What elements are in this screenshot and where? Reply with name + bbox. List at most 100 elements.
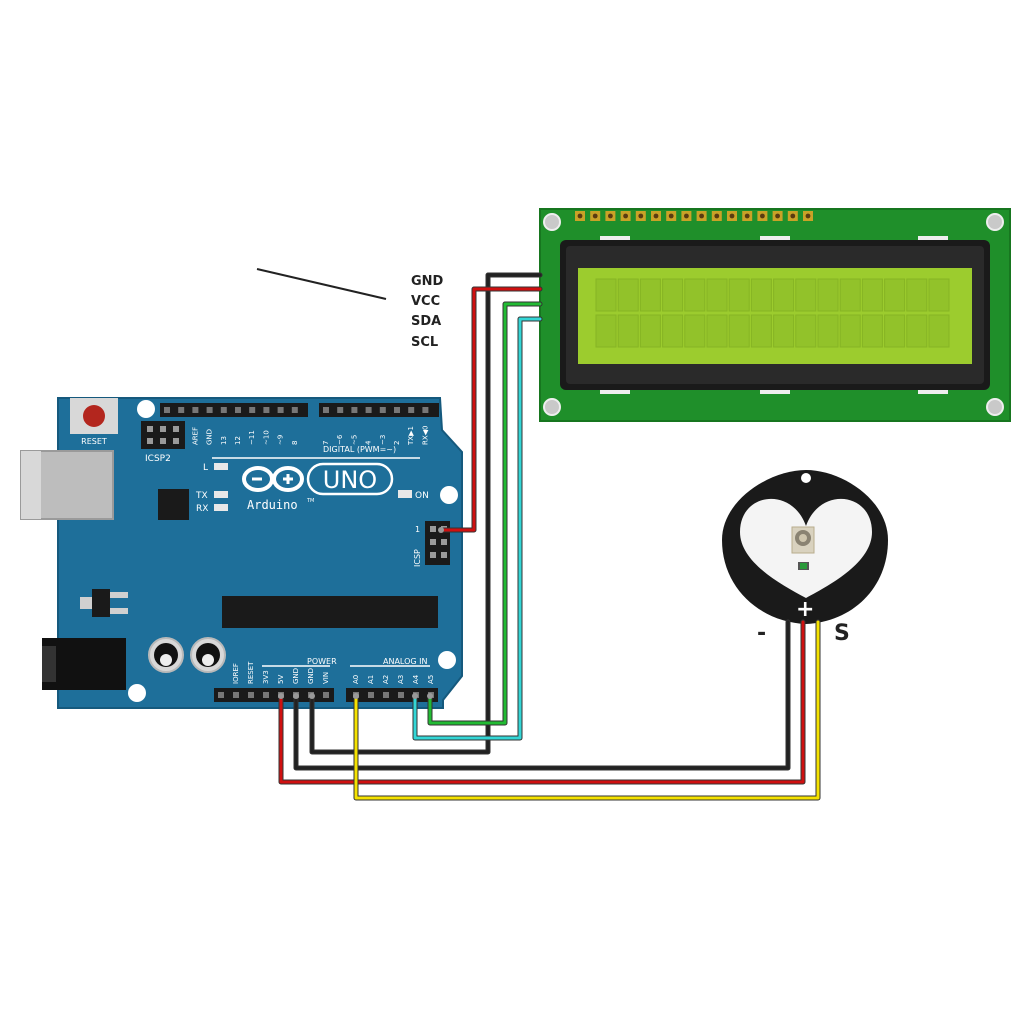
annotation-line: [256, 268, 387, 300]
label-sda: SDA: [411, 314, 441, 329]
lcd-cell: [706, 314, 728, 348]
lcd-cell: [728, 314, 750, 348]
mounting-hole: [986, 213, 1004, 231]
lcd-cell: [662, 314, 684, 348]
wire-lcd-gnd: [310, 273, 542, 754]
mounting-hole: [128, 684, 146, 702]
power-header: [214, 688, 334, 702]
mounting-hole: [543, 213, 561, 231]
lcd-cell: [706, 278, 728, 312]
digital-pin-label: ~11: [248, 430, 256, 445]
icsp2-label: ICSP2: [145, 454, 171, 464]
led-rx-label: RX: [196, 504, 208, 514]
digital-pin-label: ~10: [262, 430, 270, 445]
digital-pin-label: AREF: [191, 427, 199, 445]
lcd-cell: [928, 314, 950, 348]
icsp-label: ICSP: [413, 549, 422, 567]
digital-pin-label: RX◀0: [421, 426, 429, 446]
label-vcc: VCC: [411, 294, 440, 309]
lcd-cell: [906, 314, 928, 348]
lcd-character-cells: [595, 278, 950, 348]
lcd-cell: [595, 278, 617, 312]
power-label: POWER: [307, 657, 337, 666]
power-pin-label: IOREF: [232, 663, 240, 684]
capacitor: [190, 637, 226, 673]
wire-sensor-signal: [354, 620, 820, 800]
lcd-cell: [884, 278, 906, 312]
lcd-cell: [817, 314, 839, 348]
mounting-hole: [137, 400, 155, 418]
voltage-regulator: [92, 589, 110, 617]
lcd-cell: [861, 278, 883, 312]
led-rx: [214, 504, 228, 511]
sensor-plus-label: +: [796, 597, 814, 622]
power-pin-label: GND: [292, 668, 300, 684]
lcd-cell: [817, 278, 839, 312]
sensor-minus-label: -: [757, 621, 766, 646]
digital-pin-label: 7: [322, 441, 330, 445]
analog-pin-label: A1: [367, 675, 375, 684]
power-pin-label: GND: [307, 668, 315, 684]
power-pin-label: RESET: [247, 661, 255, 684]
lcd-cell: [617, 314, 639, 348]
digital-pin-label: 12: [234, 436, 242, 445]
digital-pin-label: 4: [365, 440, 373, 445]
analog-pin-label: A4: [412, 674, 420, 684]
lcd-cell: [684, 314, 706, 348]
lcd-module: [539, 208, 1011, 422]
digital-pin-label: ~3: [379, 435, 387, 445]
label-scl: SCL: [411, 335, 438, 350]
brand-label: Arduino: [247, 498, 298, 512]
pulse-sensor: - + S: [722, 470, 888, 646]
uno-label: UNO: [323, 466, 377, 494]
lcd-cell: [795, 278, 817, 312]
lcd-cell: [861, 314, 883, 348]
lcd-cell: [617, 278, 639, 312]
analog-pin-label: A0: [352, 675, 360, 684]
wire-sensor-vcc: [279, 620, 805, 784]
lcd-cell: [884, 314, 906, 348]
digital-label: DIGITAL (PWM=~): [323, 445, 396, 454]
led-l: [214, 463, 228, 470]
digital-pin-label: TX▶1: [407, 426, 415, 446]
lcd-cell: [684, 278, 706, 312]
digital-header-left: [160, 403, 308, 417]
mounting-hole: [440, 486, 458, 504]
digital-pin-label: GND: [206, 429, 214, 445]
analog-pin-label: A2: [382, 675, 390, 684]
on-label: ON: [415, 491, 429, 501]
lcd-cell: [839, 314, 861, 348]
lcd-cell: [906, 278, 928, 312]
lcd-cell: [773, 314, 795, 348]
reset-button-cap[interactable]: [83, 405, 105, 427]
lcd-cell: [662, 278, 684, 312]
atmega328-chip: [222, 596, 438, 628]
digital-pin-label: 2: [393, 441, 401, 445]
power-pin-label: VIN: [322, 672, 330, 684]
led-tx-label: TX: [195, 491, 208, 501]
analog-header: [346, 688, 438, 702]
digital-pin-label: ~5: [350, 435, 358, 445]
mounting-hole: [438, 651, 456, 669]
led-on: [398, 490, 412, 498]
wires: [278, 272, 821, 801]
icsp2-header: [141, 421, 185, 449]
digital-pin-label: 13: [220, 436, 228, 445]
wire-sensor-gnd: [294, 620, 790, 770]
lcd-cell: [639, 314, 661, 348]
arduino-logo: UNO Arduino TM: [242, 462, 394, 512]
tm-mark: TM: [306, 498, 314, 504]
lcd-cell: [639, 278, 661, 312]
label-gnd: GND: [411, 274, 444, 289]
power-pin-label: 3V3: [262, 670, 270, 684]
digital-pin-label: ~9: [277, 435, 285, 445]
reset-label: RESET: [81, 437, 107, 446]
led-tx: [214, 491, 228, 498]
usb-chip: [158, 489, 189, 520]
sensor-signal-label: S: [834, 621, 850, 646]
lcd-cell: [728, 278, 750, 312]
wire-lcd-scl: [413, 317, 542, 740]
